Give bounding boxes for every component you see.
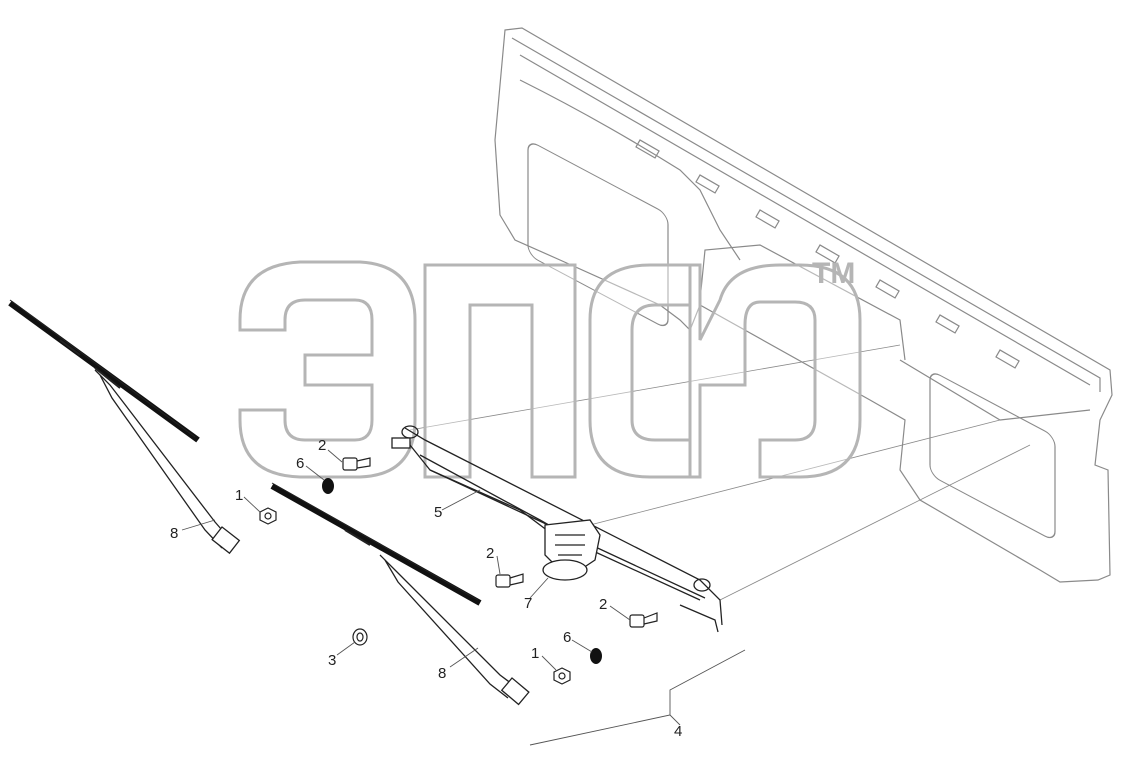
- wiper-arm-left: [94, 369, 241, 555]
- callouts: 2 6 1 8 5 2 7 2 6 1 3 8 4: [170, 437, 682, 740]
- cap-3: [352, 628, 368, 646]
- callout-2b: 2: [486, 545, 494, 562]
- leader-lines: [181, 449, 746, 746]
- callout-1a: 1: [235, 487, 243, 504]
- washer-1: [322, 478, 334, 494]
- wiper-blade-left: [8, 299, 200, 443]
- callout-8a: 8: [170, 525, 178, 542]
- bolt-1: [342, 457, 371, 471]
- panel-window-right: [929, 373, 1056, 539]
- wiper-arm-right: [379, 554, 530, 706]
- callout-4: 4: [674, 723, 682, 740]
- bolt-2: [495, 573, 524, 588]
- cab-front-panel: [494, 27, 1113, 583]
- assembly-guide-lines: [409, 344, 1031, 601]
- callout-6b: 6: [563, 629, 571, 646]
- callout-1b: 1: [531, 645, 539, 662]
- callout-3: 3: [328, 652, 336, 669]
- callout-2a: 2: [318, 437, 326, 454]
- watermark-logo: [238, 260, 862, 479]
- nut-1: [259, 507, 277, 525]
- callout-7: 7: [524, 595, 532, 612]
- watermark-trademark: TM: [812, 257, 855, 290]
- washer-2: [590, 648, 602, 664]
- callout-2c: 2: [599, 596, 607, 613]
- callout-6a: 6: [296, 455, 304, 472]
- wiper-blade-right: [270, 482, 482, 606]
- nut-2: [553, 667, 571, 685]
- panel-window-left: [527, 143, 669, 327]
- callout-5: 5: [434, 504, 442, 521]
- bolt-3: [629, 612, 658, 628]
- wiper-motor: [542, 519, 601, 581]
- panel-slots: [635, 139, 1020, 369]
- callout-8b: 8: [438, 665, 446, 682]
